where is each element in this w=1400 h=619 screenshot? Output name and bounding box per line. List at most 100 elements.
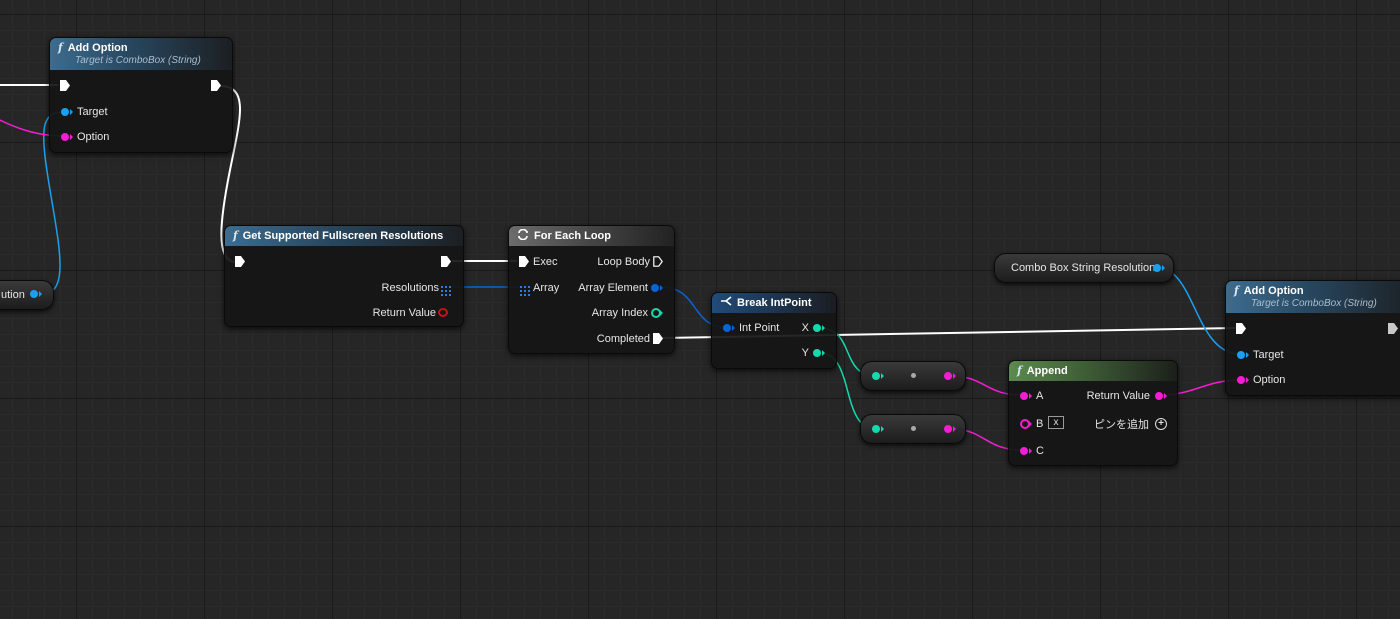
a-label: A xyxy=(1036,390,1044,402)
array-label: Array xyxy=(533,282,560,294)
combo-box-variable-node[interactable]: Combo Box String Resolution xyxy=(994,253,1174,283)
intpoint-pin[interactable] xyxy=(723,324,731,332)
get-resolutions-node[interactable]: f Get Supported Fullscreen Resolutions Re… xyxy=(224,225,464,327)
conversion-dot-icon xyxy=(911,373,916,378)
loop-body-label: Loop Body xyxy=(597,256,650,268)
a-pin[interactable] xyxy=(1020,392,1028,400)
exec-out-pin[interactable] xyxy=(441,256,451,267)
node-header: f Get Supported Fullscreen Resolutions xyxy=(225,226,463,246)
conversion-dot-icon xyxy=(911,426,916,431)
node-subtitle: Target is ComboBox (String) xyxy=(75,55,201,66)
return-value-label: Return Value xyxy=(372,307,436,319)
pin-arrow-icon xyxy=(39,291,42,297)
array-element-label: Array Element xyxy=(578,282,648,294)
array-grid-icon[interactable] xyxy=(520,283,530,296)
x-label: X xyxy=(801,322,809,334)
variable-out-pin[interactable] xyxy=(1153,264,1161,272)
target-pin[interactable] xyxy=(61,108,69,116)
b-label: B xyxy=(1036,418,1044,430)
target-label: Target xyxy=(77,106,108,118)
for-each-loop-node[interactable]: For Each Loop Exec Loop Body Array Array… xyxy=(508,225,675,354)
add-pin-label[interactable]: ピンを追加 xyxy=(1094,419,1149,431)
y-label: Y xyxy=(801,347,809,359)
option-pin[interactable] xyxy=(1237,376,1245,384)
variable-node-left[interactable]: ution xyxy=(0,280,54,310)
exec-in-pin[interactable] xyxy=(60,80,70,91)
function-icon: f xyxy=(58,41,63,54)
y-pin[interactable] xyxy=(813,349,821,357)
node-title: Break IntPoint xyxy=(737,296,812,309)
pin-arrow-icon xyxy=(1164,393,1167,399)
pin-arrow-icon xyxy=(881,373,884,379)
pin-arrow-icon xyxy=(1246,352,1249,358)
conversion-out-pin[interactable] xyxy=(944,372,952,380)
pin-arrow-icon xyxy=(822,325,825,331)
pin-arrow-icon xyxy=(732,325,735,331)
variable-out-pin[interactable] xyxy=(30,290,38,298)
pin-arrow-icon xyxy=(1029,393,1032,399)
exec-out-pin[interactable] xyxy=(211,80,221,91)
target-label: Target xyxy=(1253,349,1284,361)
exec-out-pin[interactable] xyxy=(1388,323,1398,334)
node-title: For Each Loop xyxy=(534,230,611,242)
exec-in-pin[interactable] xyxy=(519,256,529,267)
variable-label: ution xyxy=(1,289,25,301)
node-header: Break IntPoint xyxy=(712,293,836,313)
exec-label: Exec xyxy=(533,256,558,268)
return-value-label: Return Value xyxy=(1086,390,1150,402)
break-intpoint-node[interactable]: Break IntPoint Int Point X Y xyxy=(711,292,837,369)
node-title: Get Supported Fullscreen Resolutions xyxy=(242,229,444,242)
break-icon xyxy=(720,296,732,309)
function-icon: f xyxy=(1017,364,1022,377)
int-to-string-node-1[interactable] xyxy=(860,361,966,391)
c-label: C xyxy=(1036,445,1044,457)
completed-pin[interactable] xyxy=(653,333,663,344)
exec-in-pin[interactable] xyxy=(1236,323,1246,334)
node-title: Add Option xyxy=(1243,284,1304,297)
b-value-input[interactable]: x xyxy=(1048,416,1064,429)
int-to-string-node-2[interactable] xyxy=(860,414,966,444)
loop-icon xyxy=(517,228,529,243)
resolutions-label: Resolutions xyxy=(381,282,439,294)
pin-arrow-icon xyxy=(1029,448,1032,454)
pin-arrow-icon xyxy=(70,134,73,140)
conversion-in-pin[interactable] xyxy=(872,425,880,433)
variable-label: Combo Box String Resolution xyxy=(1011,262,1156,274)
pin-arrow-icon xyxy=(1246,377,1249,383)
pin-arrow-icon xyxy=(953,426,956,432)
node-header: For Each Loop xyxy=(509,226,674,246)
node-title: Add Option xyxy=(67,41,128,54)
return-value-pin[interactable] xyxy=(438,308,448,317)
completed-label: Completed xyxy=(596,333,650,345)
plus-circle-icon[interactable]: + xyxy=(1155,418,1167,430)
option-label: Option xyxy=(77,131,110,143)
function-icon: f xyxy=(1234,284,1239,297)
x-pin[interactable] xyxy=(813,324,821,332)
array-element-pin[interactable] xyxy=(651,284,659,292)
pin-arrow-icon xyxy=(953,373,956,379)
intpoint-label: Int Point xyxy=(739,322,780,334)
pin-arrow-icon xyxy=(660,285,663,291)
pin-arrow-icon xyxy=(881,426,884,432)
c-pin[interactable] xyxy=(1020,447,1028,455)
array-index-label: Array Index xyxy=(591,307,648,319)
pin-arrow-icon xyxy=(1162,265,1165,271)
pin-arrow-icon xyxy=(1029,421,1032,427)
target-pin[interactable] xyxy=(1237,351,1245,359)
array-grid-icon[interactable] xyxy=(441,283,451,296)
conversion-out-pin[interactable] xyxy=(944,425,952,433)
loop-body-pin[interactable] xyxy=(653,256,663,267)
pin-arrow-icon xyxy=(70,109,73,115)
option-pin[interactable] xyxy=(61,133,69,141)
function-icon: f xyxy=(233,229,238,242)
exec-in-pin[interactable] xyxy=(235,256,245,267)
option-label: Option xyxy=(1253,374,1286,386)
pin-arrow-icon xyxy=(660,310,663,316)
conversion-in-pin[interactable] xyxy=(872,372,880,380)
return-value-pin[interactable] xyxy=(1155,392,1163,400)
node-header: f Add Option Target is ComboBox (String) xyxy=(50,38,232,70)
